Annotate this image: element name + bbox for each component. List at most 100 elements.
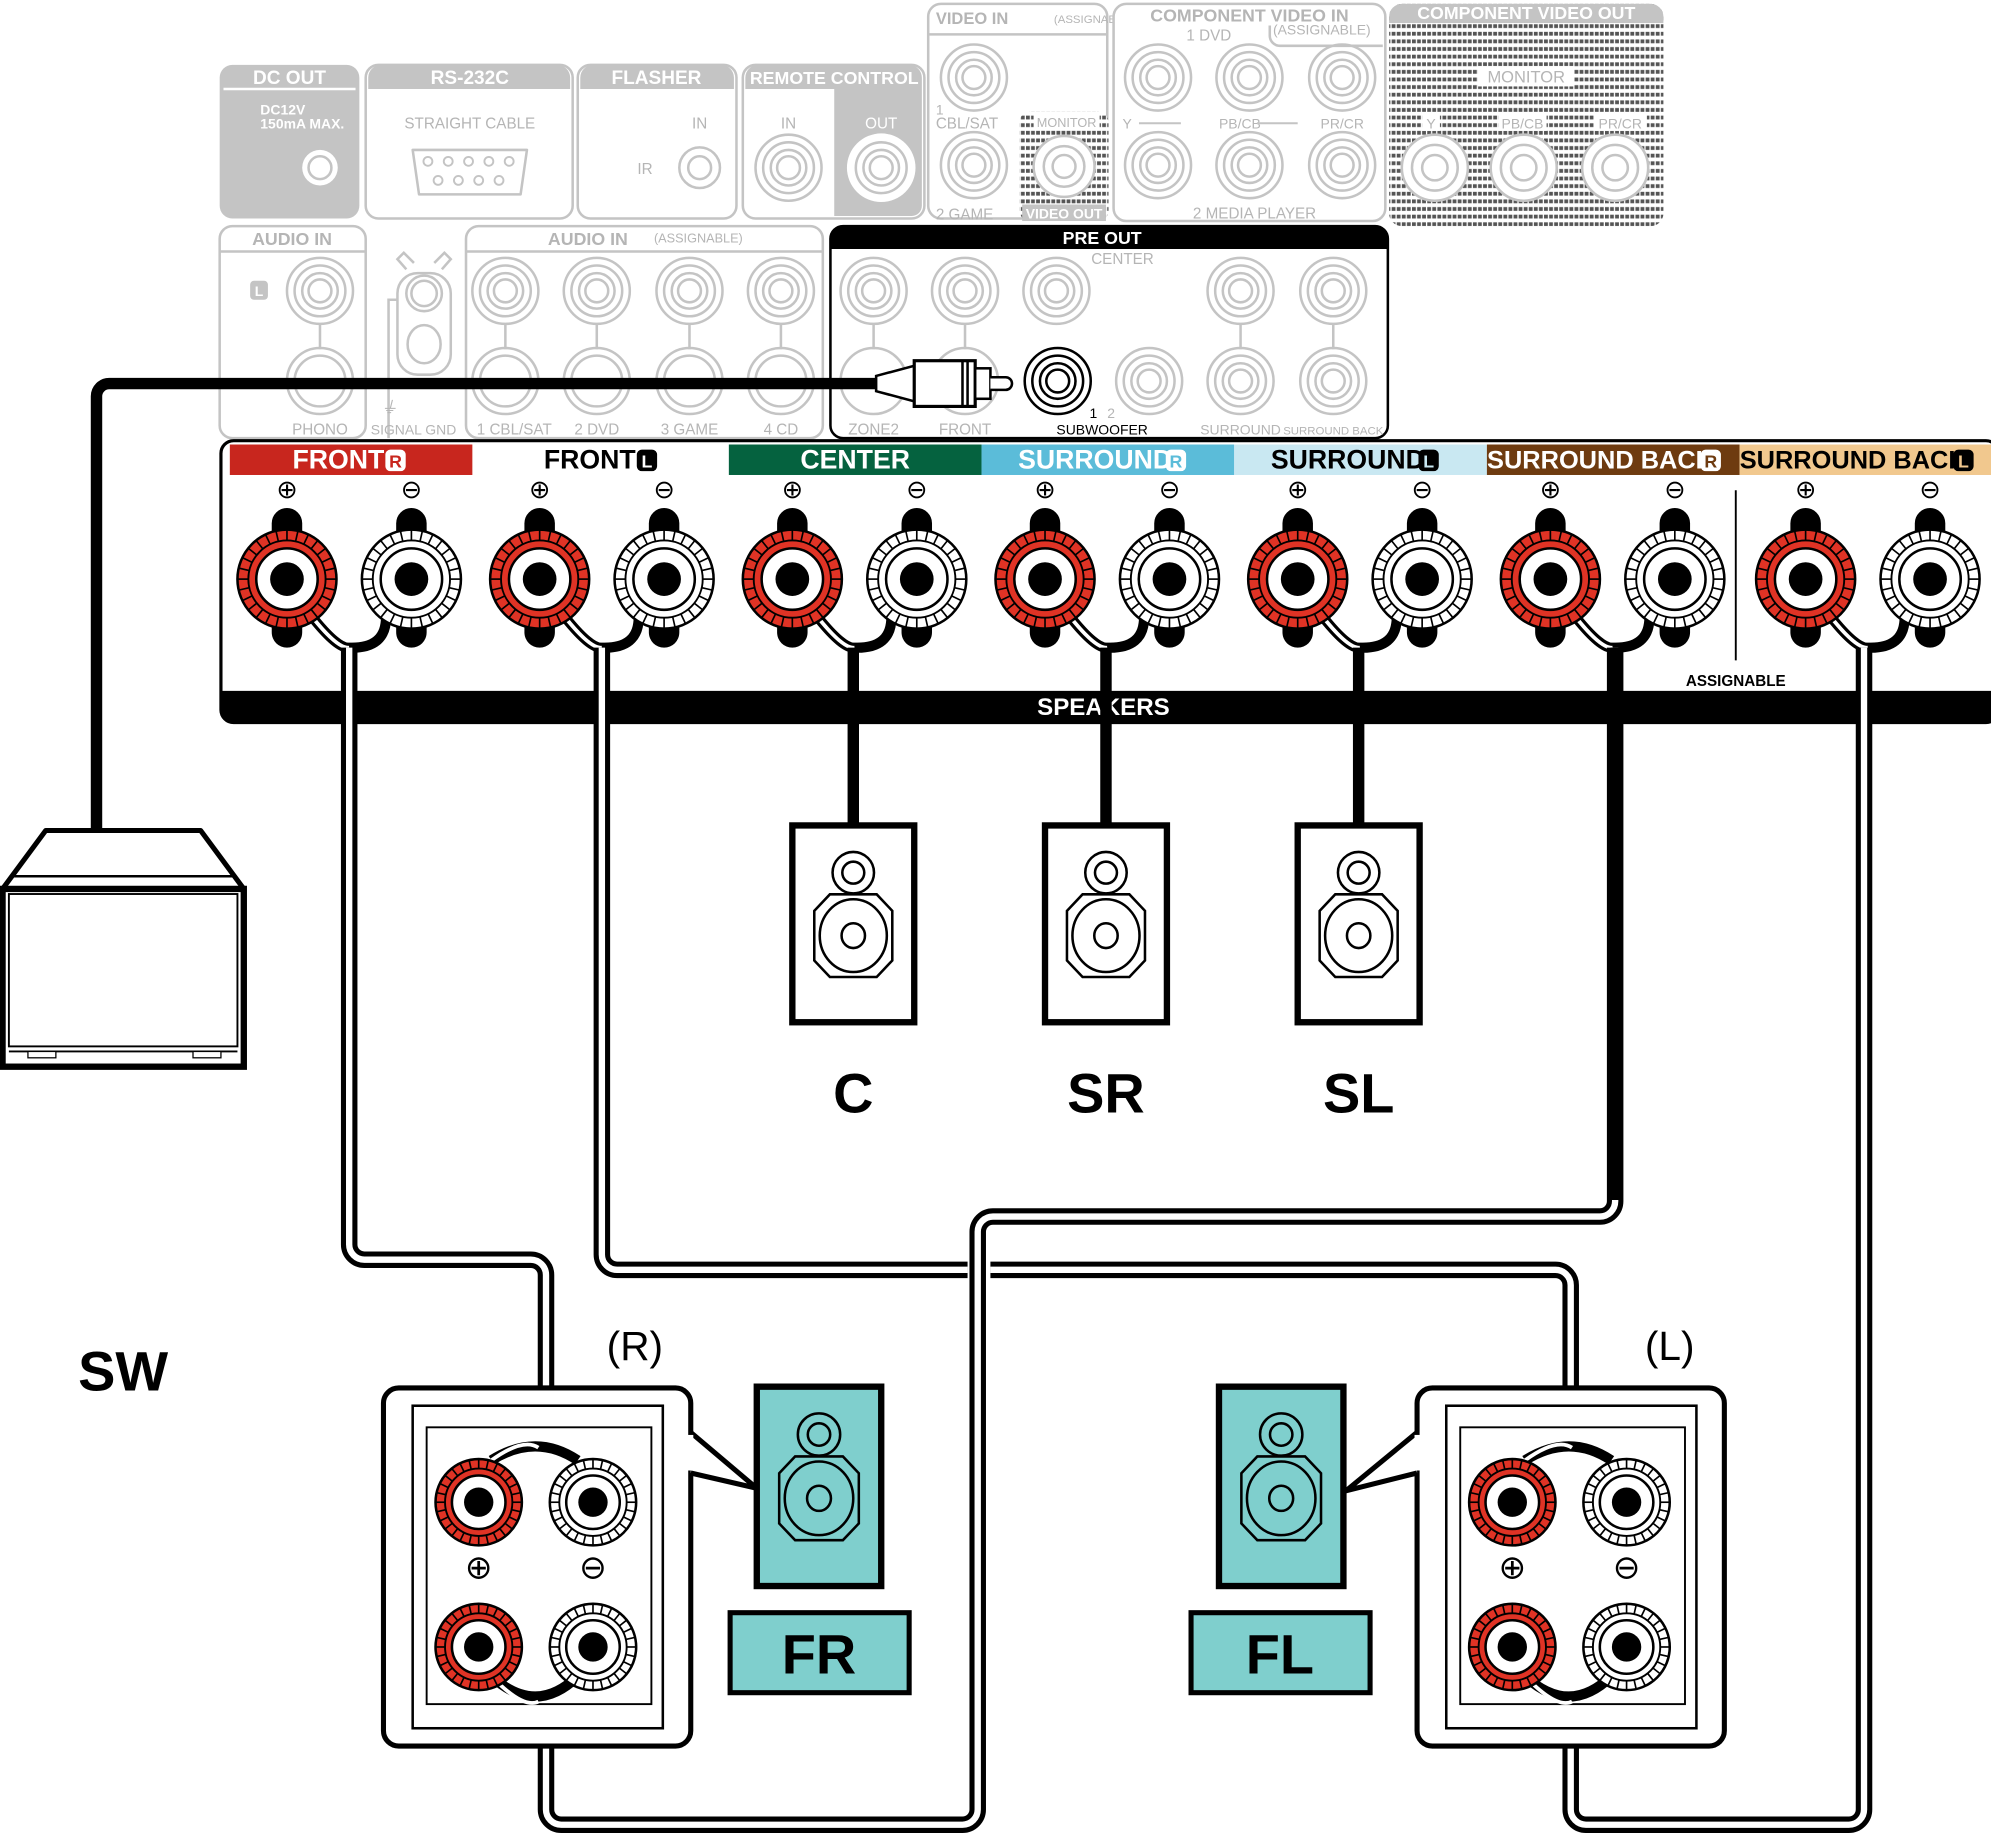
pre-out-center-label: CENTER (1091, 251, 1154, 268)
pre-out-subwoofer-label: SUBWOOFER (1056, 421, 1147, 437)
terminal-row: ⊕⊖⊕⊖⊕⊖⊕⊖⊕⊖⊕⊖⊕⊖ (236, 476, 1981, 653)
component-out-pr-label: PR/CR (1599, 115, 1642, 131)
channel-label: SURROUND BACK (1487, 447, 1715, 475)
plus-symbol-icon: ⊕ (1498, 1548, 1526, 1585)
speaker-label: SR (1067, 1061, 1145, 1124)
plus-terminal-icon (994, 528, 1096, 630)
channel-badge-letter: R (1170, 451, 1183, 471)
audio-in-label: AUDIO IN (252, 229, 332, 249)
dc-out-section: DC OUT DC12V 150mA MAX. (219, 64, 360, 219)
audio-in-assignable-section: AUDIO IN (ASSIGNABLE) 1 CBL/SAT 2 DVD 3 … (464, 224, 825, 440)
flasher-jack-icon (678, 146, 722, 190)
channel-badge-icon (1418, 449, 1439, 472)
component-out-monitor-label: MONITOR (1487, 69, 1565, 87)
audio-in-game-label: 3 GAME (661, 421, 719, 438)
plus-terminal-icon (1754, 528, 1857, 630)
minus-terminal-icon (1582, 1602, 1672, 1692)
minus-terminal-icon (1582, 1457, 1672, 1547)
remote-in-jack-icon (754, 133, 823, 202)
flasher-ir-label: IR (637, 161, 652, 178)
pre-out-label: PRE OUT (1063, 228, 1142, 248)
plus-symbol-icon: ⊕ (1540, 476, 1561, 504)
minus-symbol-icon: ⊖ (653, 476, 674, 504)
plus-terminal-icon (741, 528, 844, 630)
component-in-pr-label: PR/CR (1321, 115, 1364, 131)
remote-out-label: OUT (865, 115, 897, 132)
video-in-jack-1-icon (939, 43, 1009, 112)
channel-label: SURROUND (1018, 445, 1172, 475)
speaker-label: FR (782, 1623, 856, 1686)
pre-out-zone2-label: ZONE2 (848, 421, 899, 438)
minus-symbol-icon: ⊖ (579, 1548, 607, 1585)
minus-terminal-icon (1371, 528, 1473, 630)
video-in-game-label: 2 GAME (936, 207, 994, 224)
video-in-label: VIDEO IN (936, 10, 1008, 28)
channel-badge-icon (1953, 449, 1974, 472)
dc-out-label: DC OUT (253, 68, 326, 89)
audio-in-assignable-label: AUDIO IN (548, 229, 628, 249)
component-video-in-section: COMPONENT VIDEO IN (ASSIGNABLE) 1 DVD Y … (1112, 2, 1387, 222)
component-video-out-label: COMPONENT VIDEO OUT (1417, 3, 1635, 23)
minus-symbol-icon: ⊖ (401, 476, 422, 504)
channel-badge-icon (636, 449, 658, 472)
subwoofer: SW (0, 827, 247, 1402)
channel-badge-letter: R (1704, 451, 1717, 471)
channel-label: FRONT (292, 445, 384, 475)
ground-terminal-icon (387, 250, 453, 439)
component-in-y-label: Y (1122, 115, 1131, 131)
channel-side-label: (L) (1645, 1323, 1695, 1369)
subwoofer-out-jack-icon (1023, 346, 1093, 416)
plus-terminal-icon (434, 1602, 524, 1692)
minus-symbol-icon: ⊖ (1613, 1548, 1641, 1585)
channel-badge-letter: L (642, 451, 653, 471)
speaker-cables (340, 647, 1873, 1834)
pre-out-jacks-icon (839, 256, 1368, 416)
component-in-jacks-icon (1123, 43, 1377, 200)
phono-label: PHONO (292, 421, 348, 438)
component-in-media-player-label: 2 MEDIA PLAYER (1193, 205, 1316, 222)
channel-side-label: (R) (607, 1323, 663, 1369)
rca-plug-icon (874, 359, 1014, 409)
terminal-pair-surround-back-l: ⊕⊖ (1754, 476, 1981, 653)
channel-badge-letter: L (1423, 451, 1434, 471)
minus-symbol-icon: ⊖ (1412, 476, 1433, 504)
pre-out-surround-back-label: SURROUND BACK (1283, 425, 1384, 437)
plus-terminal-icon (434, 1457, 524, 1547)
rs232c-section: RS-232C STRAIGHT CABLE (364, 63, 574, 220)
speaker-center: C (789, 822, 918, 1124)
audio-in-l-marker: L (255, 283, 264, 299)
plus-terminal-icon (1246, 528, 1349, 630)
plus-symbol-icon: ⊕ (782, 476, 803, 504)
audio-in-assignable-note: (ASSIGNABLE) (654, 232, 743, 246)
remote-control-label: REMOTE CONTROL (750, 68, 919, 88)
plus-symbol-icon: ⊕ (529, 476, 550, 504)
audio-in-phono-section: AUDIO IN L PHONO (218, 224, 367, 440)
minus-terminal-icon (1879, 528, 1981, 630)
video-in-jack-2-icon (939, 130, 1009, 200)
speaker-icon (789, 822, 918, 1026)
minus-terminal-icon (865, 528, 968, 630)
channel-header-center-c: CENTER (728, 444, 982, 475)
terminal-pair-surround-r: ⊕⊖ (994, 476, 1221, 653)
component-in-pb-label: PB/CB (1219, 115, 1261, 131)
remote-control-section: REMOTE CONTROL IN OUT (741, 63, 926, 220)
plus-terminal-icon (1467, 1457, 1557, 1547)
minus-terminal-icon (548, 1457, 638, 1547)
channel-badge-icon (385, 449, 406, 472)
channel-label: CENTER (800, 445, 910, 475)
subwoofer-cable (90, 359, 1014, 830)
remote-out-jack-icon (854, 141, 908, 195)
component-video-in-label: COMPONENT VIDEO IN (1150, 6, 1348, 26)
speaker-surround_left: SL (1294, 822, 1423, 1124)
video-in-cblsat-label: CBL/SAT (936, 115, 998, 132)
signal-gnd-section: ⏚ SIGNAL GND (371, 250, 456, 439)
audio-in-cd-label: 4 CD (764, 421, 799, 438)
minus-symbol-icon: ⊖ (906, 476, 927, 504)
terminal-pair-surround-back-r: ⊕⊖ (1499, 476, 1726, 653)
channel-badge-letter: R (389, 451, 402, 471)
audio-in-cblsat-label: 1 CBL/SAT (477, 421, 552, 438)
